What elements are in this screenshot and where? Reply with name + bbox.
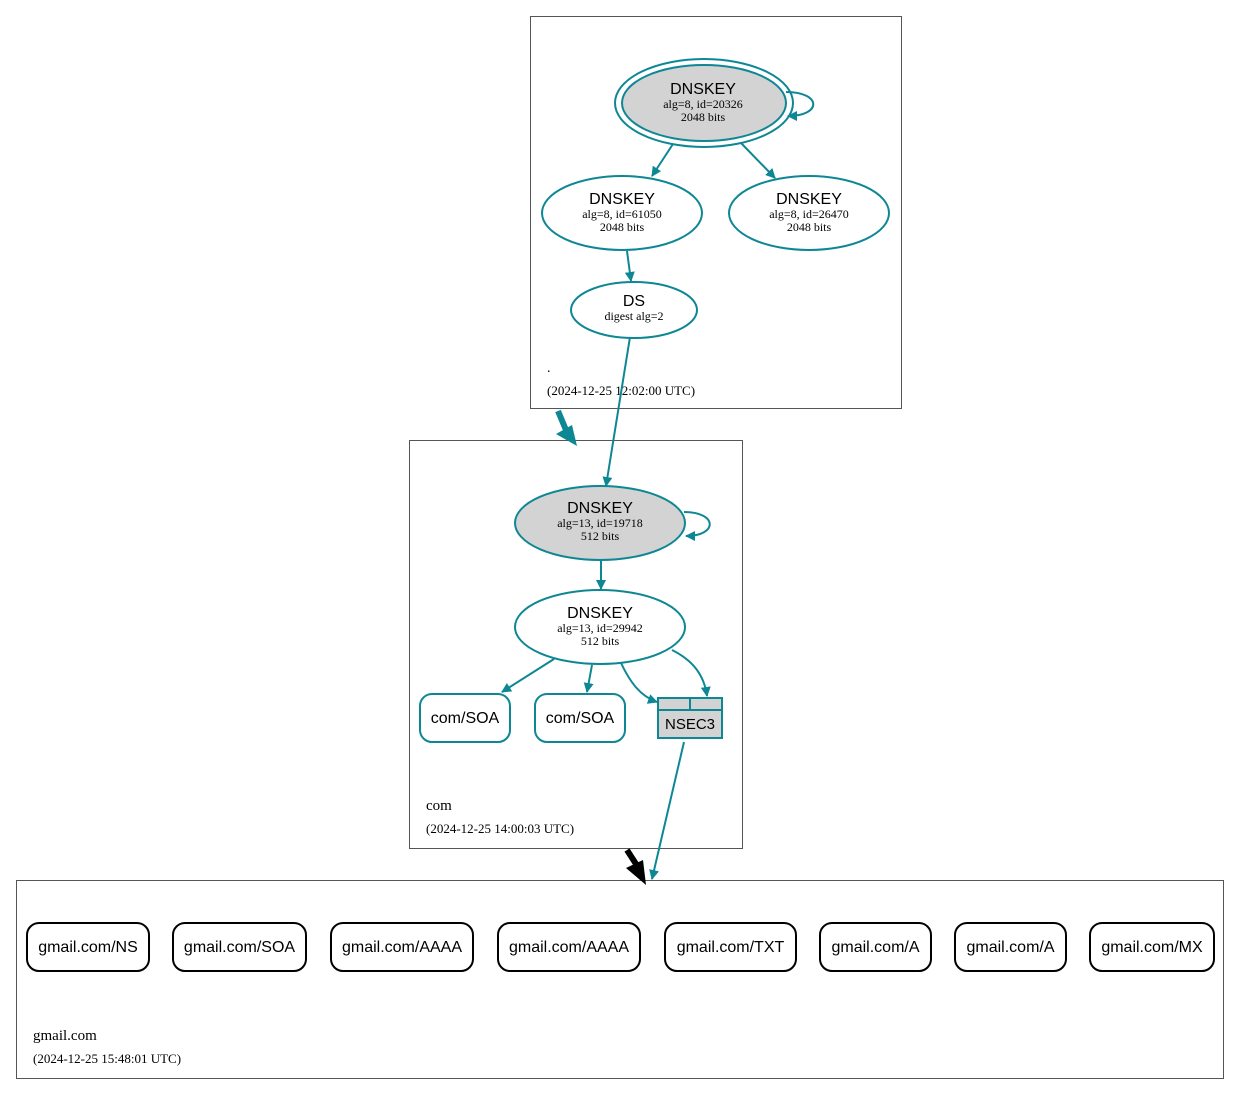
node-com-soa-2: com/SOA xyxy=(534,693,626,743)
record-label: gmail.com/NS xyxy=(38,939,138,956)
node-root-zsk2-title: DNSKEY xyxy=(776,191,842,208)
node-com-zsk-line1: alg=13, id=29942 xyxy=(557,621,643,635)
record-gmail-aaaa-2: gmail.com/AAAA xyxy=(497,922,641,972)
edge-zsk1-ds xyxy=(624,250,635,282)
record-label: gmail.com/AAAA xyxy=(342,939,462,956)
zone-gmail: gmail.com (2024-12-25 15:48:01 UTC) xyxy=(16,880,1224,1079)
node-root-zsk2-line1: alg=8, id=26470 xyxy=(769,207,849,221)
node-root-zsk-26470: DNSKEY alg=8, id=26470 2048 bits xyxy=(728,175,890,251)
edge-com-ksk-self xyxy=(683,511,711,541)
node-com-soa-2-label: com/SOA xyxy=(546,710,615,727)
delegation-arrow-root-com xyxy=(555,409,577,446)
node-root-ksk-line1: alg=8, id=20326 xyxy=(663,97,743,111)
zone-com-name: com xyxy=(426,798,452,814)
record-label: gmail.com/TXT xyxy=(677,939,785,956)
edge-root-ksk-self xyxy=(785,91,815,121)
record-gmail-aaaa-1: gmail.com/AAAA xyxy=(330,922,474,972)
node-nsec3-label: NSEC3 xyxy=(665,716,715,733)
node-ds: DS digest alg=2 xyxy=(570,281,698,339)
node-com-zsk-line2: 512 bits xyxy=(581,634,620,648)
record-gmail-a-1: gmail.com/A xyxy=(819,922,932,972)
node-ds-line1: digest alg=2 xyxy=(604,309,663,323)
gmail-records: gmail.com/NS gmail.com/SOA gmail.com/AAA… xyxy=(26,922,1215,972)
delegation-arrow-com-gmail xyxy=(624,848,646,885)
node-root-zsk1-line1: alg=8, id=61050 xyxy=(582,207,662,221)
record-gmail-ns: gmail.com/NS xyxy=(26,922,150,972)
node-root-ksk-title: DNSKEY xyxy=(670,81,736,98)
zone-root-name: . xyxy=(547,361,551,376)
node-root-ksk: DNSKEY alg=8, id=20326 2048 bits xyxy=(614,58,794,148)
record-gmail-soa: gmail.com/SOA xyxy=(172,922,307,972)
edge-com-zsk-nsec3-b xyxy=(671,649,711,697)
node-com-ksk-title: DNSKEY xyxy=(567,500,633,517)
node-root-ksk-line2: 2048 bits xyxy=(681,110,726,124)
node-root-zsk1-line2: 2048 bits xyxy=(600,220,645,234)
record-gmail-mx: gmail.com/MX xyxy=(1089,922,1215,972)
node-nsec3: NSEC3 xyxy=(657,697,723,739)
zone-com: com (2024-12-25 14:00:03 UTC) xyxy=(409,440,743,849)
zone-com-timestamp: (2024-12-25 14:00:03 UTC) xyxy=(426,821,574,836)
edge-com-zsk-nsec3-a xyxy=(620,662,658,704)
zone-gmail-name: gmail.com xyxy=(33,1028,97,1044)
node-com-ksk-line2: 512 bits xyxy=(581,529,620,543)
edge-com-zsk-soa1 xyxy=(501,658,555,693)
node-com-zsk-title: DNSKEY xyxy=(567,605,633,622)
zone-gmail-timestamp: (2024-12-25 15:48:01 UTC) xyxy=(33,1051,181,1066)
node-root-zsk-61050: DNSKEY alg=8, id=61050 2048 bits xyxy=(541,175,703,251)
record-gmail-txt: gmail.com/TXT xyxy=(664,922,797,972)
edge-nsec3-gmail xyxy=(649,741,685,880)
edge-ds-com-ksk xyxy=(602,336,631,487)
edge-root-ksk-zsk2 xyxy=(740,142,776,179)
node-com-soa-1-label: com/SOA xyxy=(431,710,500,727)
record-label: gmail.com/AAAA xyxy=(509,939,629,956)
record-gmail-a-2: gmail.com/A xyxy=(954,922,1067,972)
node-ds-title: DS xyxy=(623,293,645,310)
node-com-soa-1: com/SOA xyxy=(419,693,511,743)
record-label: gmail.com/A xyxy=(831,939,919,956)
node-com-zsk: DNSKEY alg=13, id=29942 512 bits xyxy=(514,589,686,665)
record-label: gmail.com/MX xyxy=(1101,939,1203,956)
record-label: gmail.com/SOA xyxy=(184,939,295,956)
record-label: gmail.com/A xyxy=(966,939,1054,956)
node-root-zsk2-line2: 2048 bits xyxy=(787,220,832,234)
edge-com-zsk-soa2 xyxy=(583,664,594,693)
node-root-zsk1-title: DNSKEY xyxy=(589,191,655,208)
edges xyxy=(501,91,815,880)
edge-root-ksk-zsk1 xyxy=(651,143,674,177)
node-com-ksk-line1: alg=13, id=19718 xyxy=(557,516,643,530)
node-com-ksk: DNSKEY alg=13, id=19718 512 bits xyxy=(514,485,686,561)
